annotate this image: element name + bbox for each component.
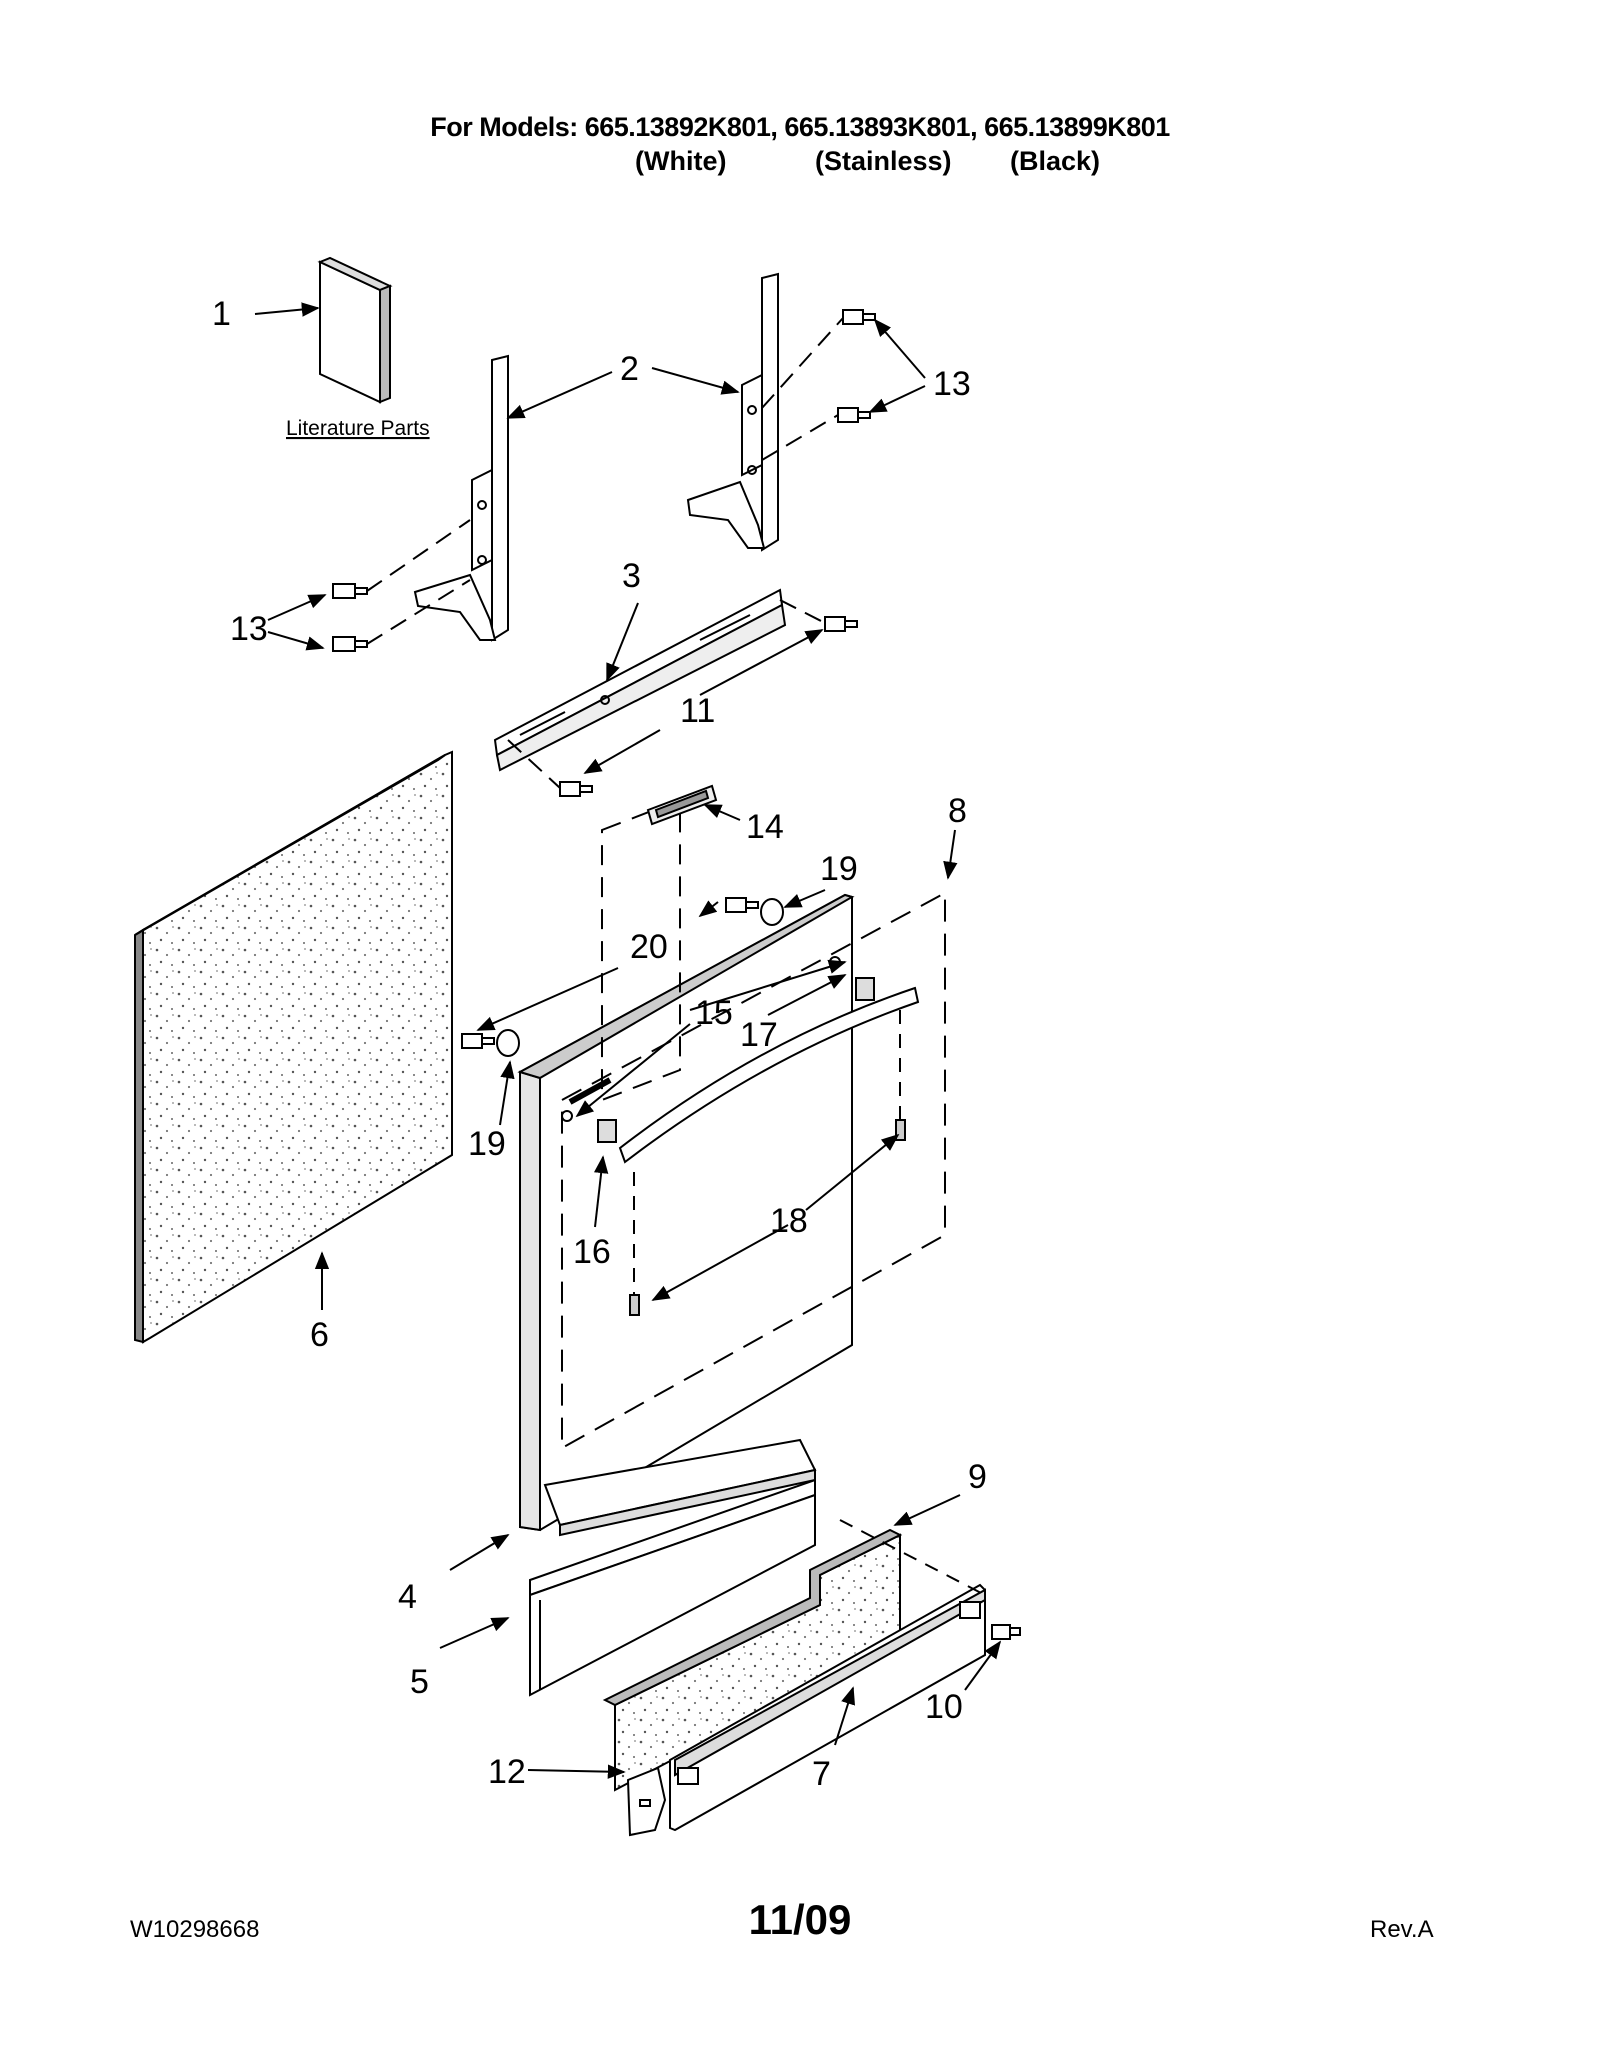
callout-7: 7	[812, 1755, 831, 1793]
handle-cap-outline	[601, 798, 681, 1102]
insulation-panel	[134, 750, 453, 1344]
callout-6: 6	[310, 1316, 329, 1354]
callout-2: 2	[620, 350, 639, 388]
revision-date: 11/09	[748, 1896, 852, 1943]
screws	[332, 309, 1021, 1640]
callout-12: 12	[488, 1753, 526, 1791]
callout-5: 5	[410, 1663, 429, 1701]
callout-17: 17	[740, 1016, 778, 1054]
toe-kick-plate	[669, 1519, 986, 1832]
toe-kick-clip	[626, 1766, 667, 1837]
callout-11: 11	[680, 692, 715, 730]
callout-10: 10	[925, 1688, 963, 1726]
handle-screw-left	[561, 1110, 573, 1122]
vent-cap	[646, 784, 718, 826]
hinge-bracket-left	[413, 354, 509, 642]
callout-8: 8	[948, 792, 967, 830]
document-number: W10298668	[130, 1916, 260, 1943]
callout-13-right: 13	[933, 365, 971, 403]
callout-3: 3	[622, 557, 641, 595]
washer-right	[760, 898, 784, 926]
hinge-bracket-right	[686, 272, 779, 552]
spring-right	[895, 1119, 906, 1141]
finish-black: (Black)	[1010, 146, 1101, 176]
toe-kick-top	[529, 1438, 817, 1697]
callout-19-right: 19	[820, 850, 858, 888]
handle-end-cap-left	[597, 1119, 617, 1143]
toe-kick-insulation	[602, 1528, 903, 1792]
finish-stainless: (Stainless)	[815, 146, 952, 176]
callout-19-left: 19	[468, 1125, 506, 1163]
callout-1: 1	[212, 295, 231, 333]
revision-label: Rev.A	[1370, 1916, 1434, 1943]
callout-20: 20	[630, 928, 668, 966]
finish-white: (White)	[635, 146, 727, 176]
mounting-rail	[493, 588, 787, 772]
spring-left	[629, 1294, 640, 1316]
inner-door-outline	[561, 891, 946, 1450]
callout-13-left: 13	[230, 610, 268, 648]
callout-18: 18	[770, 1202, 808, 1240]
literature-booklet	[317, 256, 393, 404]
callout-15: 15	[695, 994, 733, 1032]
callout-9: 9	[968, 1458, 987, 1496]
models-line: For Models: 665.13892K801, 665.13893K801…	[430, 112, 1170, 142]
washer-left	[496, 1029, 520, 1057]
handle-end-cap-right	[855, 977, 875, 1001]
callout-4: 4	[398, 1578, 417, 1616]
callout-14: 14	[746, 808, 784, 846]
literature-parts-label: Literature Parts	[286, 417, 430, 440]
callout-16: 16	[573, 1233, 611, 1271]
door-handle	[618, 986, 920, 1164]
